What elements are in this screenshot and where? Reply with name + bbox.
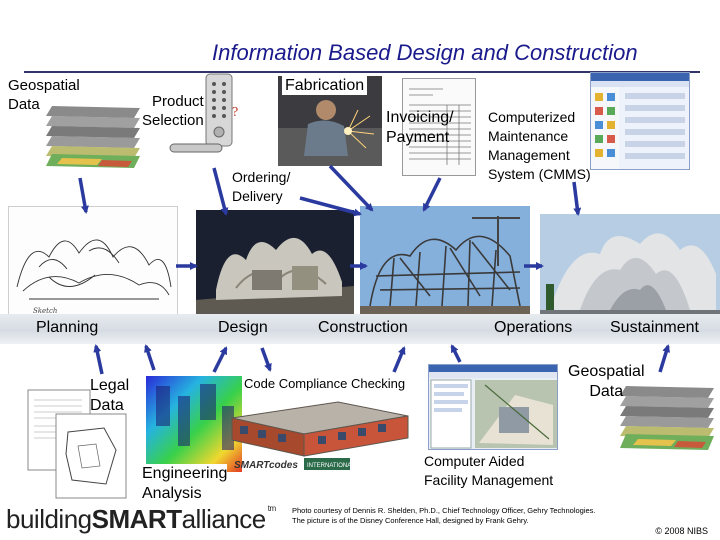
phase-construction: Construction [318,319,408,336]
svg-text:INTERNATIONAL: INTERNATIONAL [307,463,352,469]
cafm-screenshot [428,364,558,450]
phase-operations: Operations [494,319,573,336]
invoice-document [402,78,476,176]
product-selection-label: Product Selection [142,93,204,129]
photo-credit-line2: The picture is of the Disney Conference … [292,516,529,525]
copyright-notice: © 2008 NIBS [655,526,708,536]
code-compliance-building-model [228,392,412,458]
cmms-screenshot [590,72,690,170]
design-model-image [196,210,354,320]
phase-band [0,314,720,344]
logo-part-alliance: alliance [181,504,267,534]
arrow-cmms-to-operations [572,181,582,216]
construction-photo [360,206,530,318]
arrow-code-to-design [260,347,272,372]
planning-sketch: Sketch [8,206,178,318]
code-compliance-label: Code Compliance Checking [244,376,406,391]
fabrication-label: Fabrication [282,76,368,95]
arrow-cafm-to-operations [450,344,462,363]
logo-part-smart: SMART [91,504,182,534]
arrow-engineering-to-design [212,346,228,373]
arrow-product-to-design [212,167,229,216]
cafm-label: Computer Aided Facility Management [424,453,554,488]
title-underline [24,71,700,73]
arrow-code-to-construction [392,346,406,373]
geospatial-map-stack-top [42,98,147,176]
arrow-fabrication-to-construction [328,164,374,212]
logo-trademark: tm [267,504,276,513]
engineering-analysis-label: Engineering Analysis [142,464,228,504]
svg-text:Sketch: Sketch [33,307,57,315]
logo-part-building: building [6,504,92,534]
cmms-label: Computerized Maintenance Management Syst… [488,109,591,182]
photo-credit-line1: Photo courtesy of Dennis R. Shelden, Ph.… [292,506,596,515]
svg-text:?: ? [232,105,238,120]
geospatial-data-label-top: Geospatial Data [8,77,80,113]
geospatial-map-stack-bottom [616,376,720,458]
arrow-geospatial-to-sustainment [658,344,671,373]
page-title: Information Based Design and Constructio… [212,40,638,65]
door-handle-image: ? [168,72,250,164]
ordering-delivery-label: Ordering/ Delivery [232,169,291,204]
operations-hall-photo [540,214,720,320]
phase-planning: Planning [36,319,99,336]
engineering-thermal-image [146,376,242,472]
arrow-legal-to-planning [93,344,104,375]
legal-documents [26,388,130,500]
phase-design: Design [218,319,268,336]
legal-data-label: Legal Data [90,377,130,414]
svg-text:SMARTcodes: SMARTcodes [234,460,298,471]
arrow-engineering-to-planning [144,344,156,371]
partner-logos: SMARTcodes INTERNATIONAL [232,456,352,472]
invoicing-payment-label: Invoicing/ Payment [386,109,454,146]
geospatial-data-label-bottom: Geospatial Data [568,363,645,400]
phase-sustainment: Sustainment [610,319,699,336]
